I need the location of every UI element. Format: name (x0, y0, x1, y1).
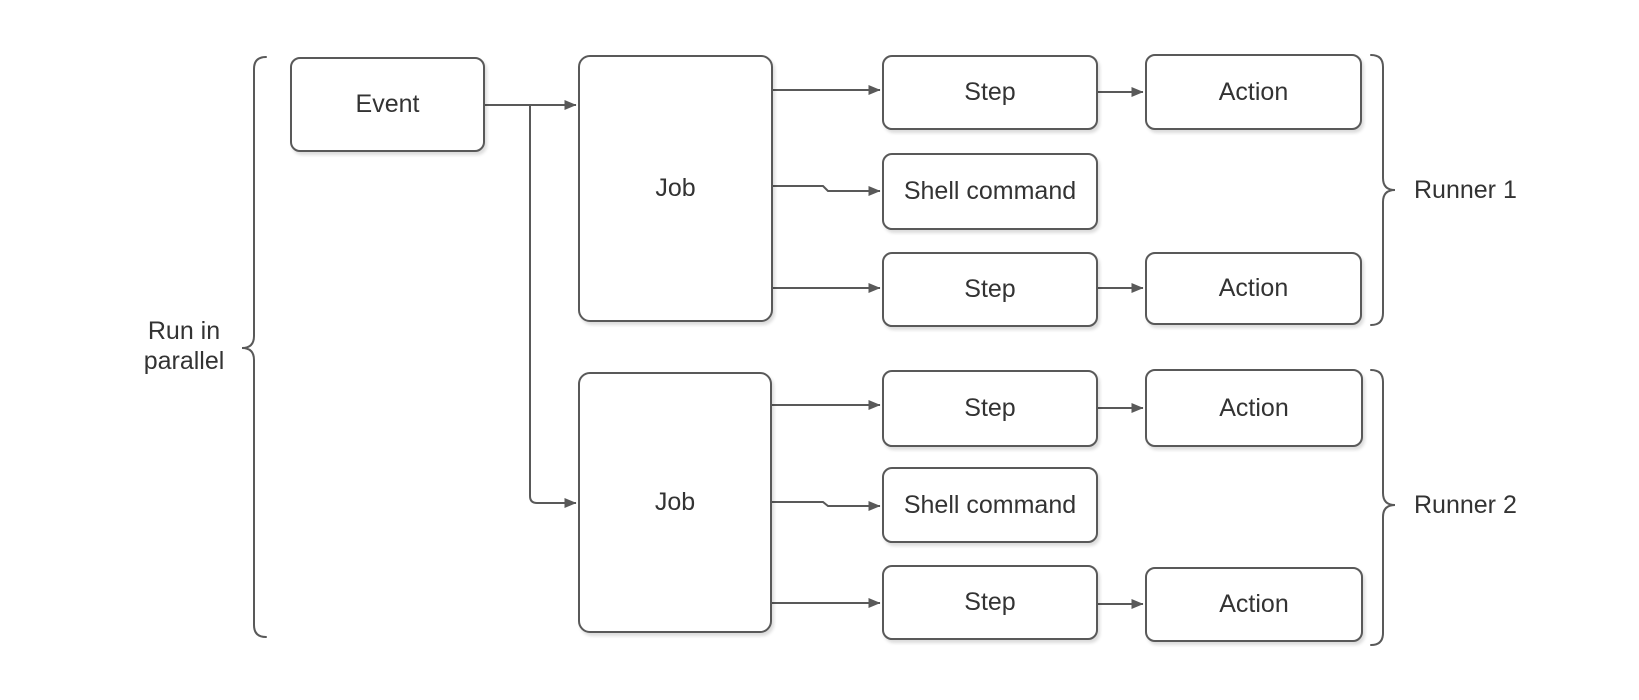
step3-node: Step (882, 370, 1098, 447)
run-in-parallel-label-line1: Run in (147, 317, 221, 345)
runner1-brace (1370, 54, 1396, 326)
action4-node-label: Action (1219, 590, 1289, 618)
step4-node: Step (882, 565, 1098, 640)
step4-node-label: Step (964, 588, 1016, 616)
job1-node: Job (578, 55, 773, 322)
runner1-label: Runner 1 (1414, 176, 1517, 204)
shell-command1-node-label: Shell command (903, 177, 1077, 205)
runner2-brace (1370, 369, 1396, 646)
action1-node-label: Action (1218, 77, 1289, 106)
left-brace (241, 56, 267, 638)
job2-node: Job (578, 372, 772, 633)
shell-command2-node-label: Shell command (903, 490, 1077, 519)
job1-node-label: Job (655, 174, 696, 202)
shell-command2-node: Shell command (882, 467, 1098, 543)
runner2-label: Runner 2 (1414, 491, 1517, 519)
step3-node-label: Step (964, 394, 1016, 422)
action3-node-label: Action (1219, 393, 1289, 422)
action3-node: Action (1145, 369, 1363, 447)
connector-event-job2 (529, 105, 577, 508)
shell-command1-node: Shell command (882, 153, 1098, 230)
action1-node: Action (1145, 54, 1362, 130)
step1-node: Step (882, 55, 1098, 130)
connector-job2-shell2 (772, 501, 881, 511)
run-in-parallel-label-line2: parallel (143, 347, 225, 375)
action4-node: Action (1145, 567, 1363, 642)
action2-node: Action (1145, 252, 1362, 325)
connector-job1-shell1 (773, 185, 881, 196)
job2-node-label: Job (654, 488, 696, 516)
step2-node-label: Step (964, 275, 1016, 303)
step1-node-label: Step (964, 78, 1016, 106)
action2-node-label: Action (1218, 274, 1289, 302)
step2-node: Step (882, 252, 1098, 327)
event-node: Event (290, 57, 485, 152)
run-in-parallel-label: Run in parallel (104, 316, 264, 376)
event-node-label: Event (355, 90, 420, 118)
